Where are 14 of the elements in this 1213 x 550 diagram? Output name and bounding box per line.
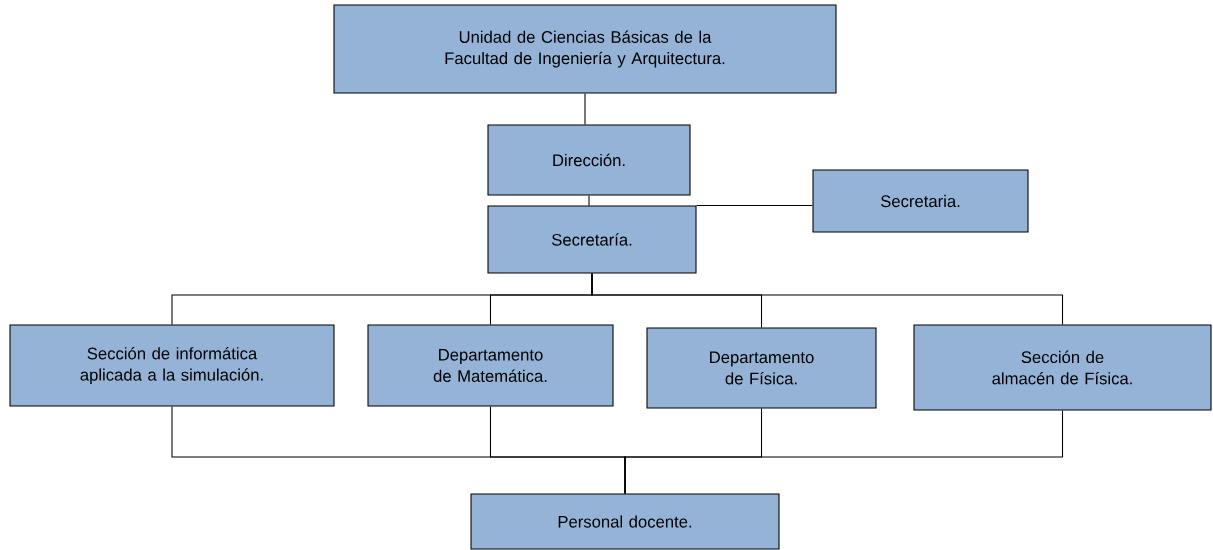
- org-box: Departamento de Matemática.: [367, 324, 614, 407]
- org-box: Sección de almacén de Física.: [913, 324, 1212, 411]
- org-box: Personal docente.: [470, 493, 780, 550]
- org-box: Unidad de Ciencias Básicas de la Facultad de Ingeniería y Arquitectura.: [333, 4, 837, 94]
- org-box: Departamento de Física.: [646, 327, 877, 409]
- org-box: Secretaría.: [487, 205, 697, 274]
- connector-line: [591, 273, 1064, 325]
- org-box: Secretaria.: [812, 169, 1029, 233]
- connector-line: [624, 410, 1064, 494]
- org-box: Sección de informática aplicada a la simulación.: [9, 324, 335, 407]
- connector-line: [588, 195, 590, 206]
- connector-line: [696, 204, 813, 206]
- connector-line: [584, 93, 586, 125]
- org-box: Dirección.: [487, 124, 691, 196]
